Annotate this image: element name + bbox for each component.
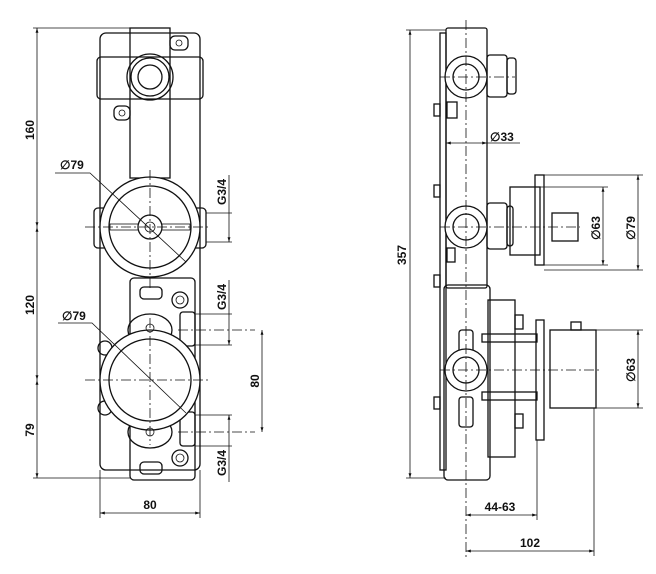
dim-120: 120 bbox=[23, 295, 37, 315]
top-fitting bbox=[96, 56, 204, 100]
dial-lower-diameter-label: ∅79 bbox=[62, 309, 86, 323]
dim-upper-handle-diameter: ∅63 bbox=[589, 216, 603, 240]
dim-79: 79 bbox=[23, 423, 37, 437]
dim-total-depth: 102 bbox=[520, 536, 540, 550]
side-lower-body bbox=[443, 284, 491, 481]
backplate bbox=[99, 32, 201, 471]
dim-160: 160 bbox=[23, 120, 37, 140]
dim-depth-adjust: 44-63 bbox=[485, 500, 516, 514]
dim-width-80: 80 bbox=[143, 498, 157, 512]
thread-mid: G3/4 bbox=[215, 284, 229, 310]
dim-upper-flange-diameter: ∅79 bbox=[624, 216, 638, 240]
thread-upper: G3/4 bbox=[215, 179, 229, 205]
dim-pipe-diameter: ∅33 bbox=[490, 130, 514, 144]
side-pipe bbox=[445, 27, 488, 289]
dim-total-height: 357 bbox=[395, 245, 409, 265]
side-backplate bbox=[439, 32, 447, 471]
front-view: ∅79 ∅79 160 120 79 80 G3/4 G3/4 G3/4 80 bbox=[23, 27, 264, 518]
upper-handle bbox=[509, 186, 541, 256]
dial-upper-diameter-label: ∅79 bbox=[60, 158, 84, 172]
upper-pipe bbox=[129, 27, 171, 179]
dim-lower-handle-diameter: ∅63 bbox=[624, 358, 638, 382]
thread-lower: G3/4 bbox=[215, 450, 229, 476]
dim-outlet-spacing: 80 bbox=[248, 374, 262, 388]
side-view: 357 ∅33 ∅63 ∅79 ∅63 44-63 102 bbox=[395, 20, 643, 560]
lower-handle bbox=[549, 329, 597, 409]
